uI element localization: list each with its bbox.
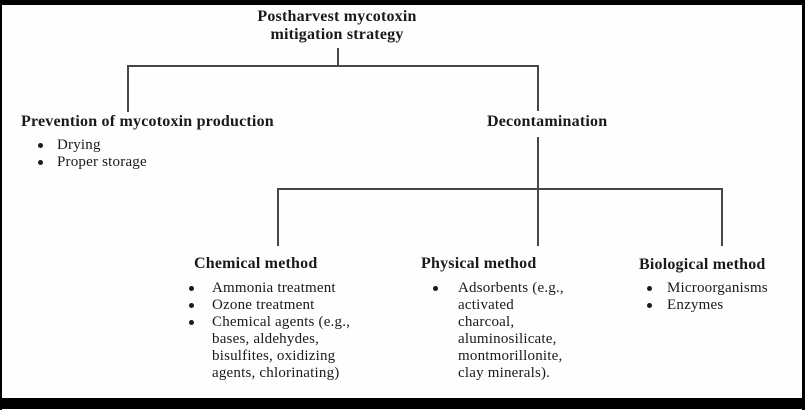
frame-right-border bbox=[802, 0, 805, 410]
diagram-title-line2: mitigation strategy bbox=[270, 26, 404, 43]
diagram-title: Postharvest mycotoxin mitigation strateg… bbox=[222, 8, 452, 44]
connector-decontamination-vertical-lower bbox=[537, 137, 539, 246]
list-item: Proper storage bbox=[38, 154, 147, 171]
connector-prevention-vertical bbox=[127, 65, 129, 112]
connector-decontamination-vertical-upper bbox=[537, 65, 539, 111]
connector-title-vertical bbox=[337, 48, 339, 66]
connector-chemical-vertical bbox=[277, 188, 279, 246]
connector-top-horizontal bbox=[127, 65, 539, 67]
list-item: Microorganisms bbox=[647, 280, 768, 297]
list-item: Chemical agents (e.g., bases, aldehydes,… bbox=[189, 314, 350, 382]
decontamination-heading: Decontamination bbox=[487, 113, 608, 130]
chemical-method-heading: Chemical method bbox=[194, 255, 318, 272]
connector-biological-vertical bbox=[721, 188, 723, 246]
prevention-heading: Prevention of mycotoxin production bbox=[21, 113, 274, 130]
list-item: Ozone treatment bbox=[189, 297, 350, 314]
biological-method-list: Microorganisms Enzymes bbox=[647, 280, 768, 314]
list-item: Ammonia treatment bbox=[189, 280, 350, 297]
frame-left-border bbox=[0, 0, 2, 410]
list-item: Adsorbents (e.g., activated charcoal, al… bbox=[433, 280, 564, 382]
frame-bottom-border bbox=[0, 398, 805, 409]
diagram-title-line1: Postharvest mycotoxin bbox=[257, 8, 417, 25]
connector-methods-horizontal bbox=[277, 188, 723, 190]
physical-method-heading: Physical method bbox=[421, 255, 537, 272]
list-item: Enzymes bbox=[647, 297, 768, 314]
biological-method-heading: Biological method bbox=[639, 256, 766, 273]
chemical-method-list: Ammonia treatment Ozone treatment Chemic… bbox=[189, 280, 350, 382]
physical-method-list: Adsorbents (e.g., activated charcoal, al… bbox=[433, 280, 564, 382]
frame-top-border bbox=[0, 0, 805, 5]
prevention-list: Drying Proper storage bbox=[38, 137, 147, 171]
list-item: Drying bbox=[38, 137, 147, 154]
